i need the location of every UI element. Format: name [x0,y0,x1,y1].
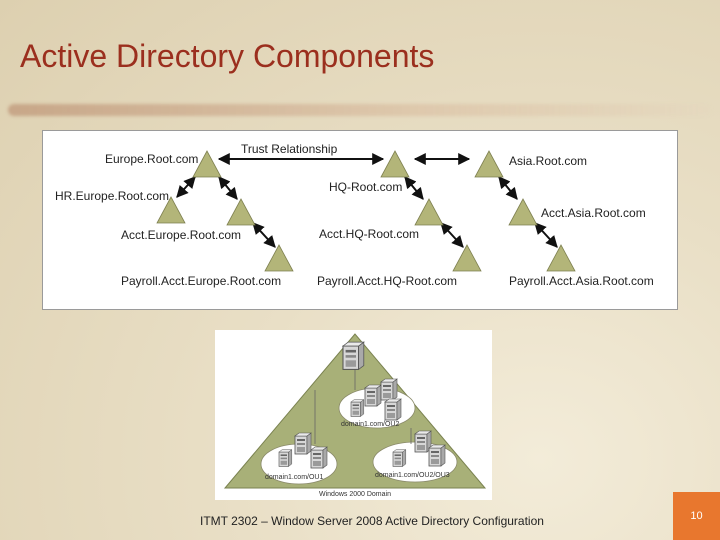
label-europe-root: Europe.Root.com [105,152,198,166]
footer-text: ITMT 2302 – Window Server 2008 Active Di… [200,514,544,528]
domain-triangle-hr-europe [156,196,186,224]
label-acct-hq: Acct.HQ-Root.com [319,227,419,241]
server-icon [310,446,328,469]
page-number: 10 [673,492,720,540]
domain-label: Windows 2000 Domain [319,491,391,498]
title-divider [8,104,712,116]
label-asia-root: Asia.Root.com [509,154,587,168]
label-hr-europe: HR.Europe.Root.com [55,189,169,203]
server-icon [364,384,382,407]
forest-diagram-panel: Trust Relationship Europe.Root.com HR.Eu… [42,130,678,310]
tree2-link-payroll [440,222,464,248]
label-hq-root: HQ-Root.com [329,180,402,194]
label-payroll-asia: Payroll.Acct.Asia.Root.com [509,274,654,288]
label-acct-europe: Acct.Europe.Root.com [121,228,241,242]
server-icon [392,449,407,467]
label-acct-asia: Acct.Asia.Root.com [541,206,646,220]
label-payroll-hq: Payroll.Acct.HQ-Root.com [317,274,457,288]
ou-label-ou1: domain1.com/OU1 [265,474,323,481]
server-icon [380,378,398,401]
trust-relationship-label: Trust Relationship [241,142,338,156]
tree1-link-acct [218,176,238,200]
tree3-link-acct [498,176,518,200]
domain-triangle-hq-root [380,150,410,178]
domain-triangle-payroll-europe [264,244,294,272]
domain-triangle-asia-root [474,150,504,178]
domain-ou-diagram-panel: domain1.com/OU2 domain1.com/OU1 domain1.… [215,330,492,500]
tree2-link-acct [404,176,424,200]
domain-triangle-acct-europe [226,198,256,226]
tree1-link-payroll [252,222,276,248]
domain-triangle-acct-hq [414,198,444,226]
domain-triangle-acct-asia [508,198,538,226]
server-icon [294,432,312,455]
server-icon [278,449,293,467]
forest-diagram: Trust Relationship Europe.Root.com HR.Eu… [55,141,654,288]
server-icon [384,398,402,421]
server-icon [350,399,365,417]
tree1-link-hr [176,176,196,198]
tree3-link-payroll [534,222,558,248]
domain-triangle-europe-root [192,150,222,178]
label-payroll-europe: Payroll.Acct.Europe.Root.com [121,274,281,288]
domain-triangle-payroll-asia [546,244,576,272]
server-icon [428,444,446,467]
slide-title: Active Directory Components [20,38,435,74]
server-icon [342,341,365,371]
ou-label-ou3: domain1.com/OU2/OU3 [375,472,450,479]
domain-ou-diagram: domain1.com/OU2 domain1.com/OU1 domain1.… [223,333,487,498]
domain-triangle-payroll-hq [452,244,482,272]
ou-label-ou2: domain1.com/OU2 [341,421,399,428]
